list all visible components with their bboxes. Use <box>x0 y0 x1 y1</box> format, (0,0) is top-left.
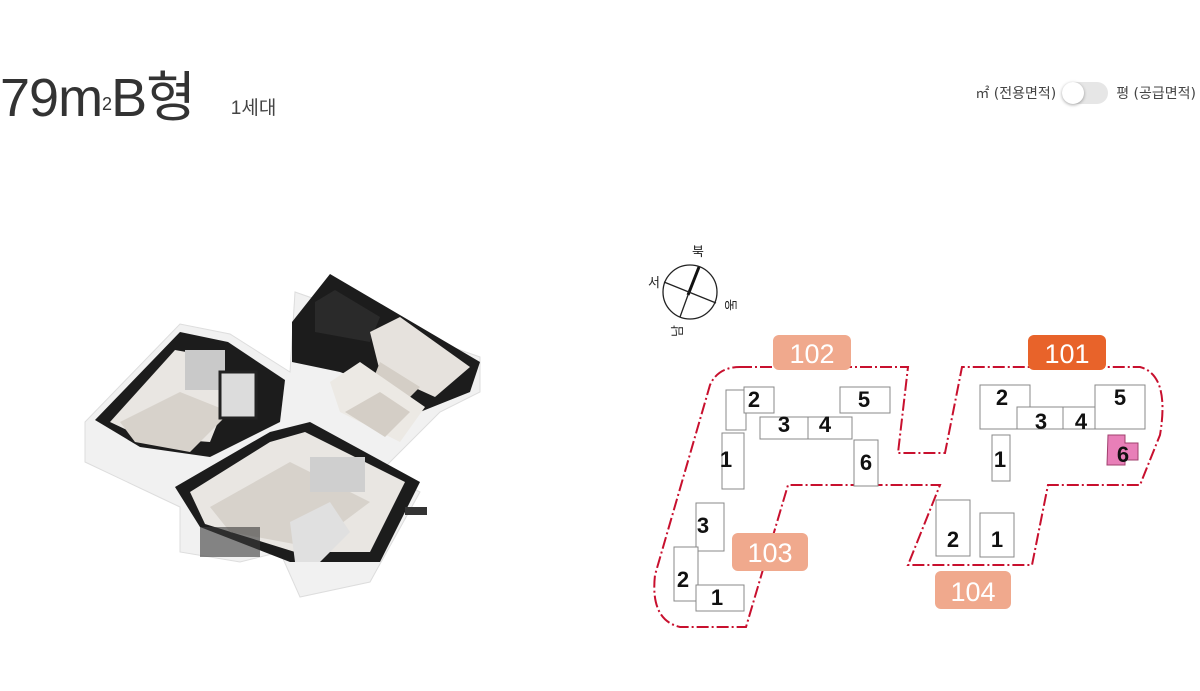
svg-text:4: 4 <box>1075 409 1088 434</box>
svg-text:1: 1 <box>991 527 1003 552</box>
svg-text:3: 3 <box>778 412 790 437</box>
page-header: 79m2B형 1세대 <box>0 68 276 128</box>
compass-icon: 북 서 동 남 <box>648 245 737 337</box>
svg-text:101: 101 <box>1044 339 1089 369</box>
svg-text:2: 2 <box>996 385 1008 410</box>
svg-text:5: 5 <box>858 387 870 412</box>
floorplan-3d-image <box>84 274 481 598</box>
svg-text:102: 102 <box>789 339 834 369</box>
area-toggle-right-label: 평 (공급면적) <box>1116 86 1196 102</box>
svg-text:2: 2 <box>677 567 689 592</box>
svg-text:남: 남 <box>671 325 686 337</box>
svg-text:6: 6 <box>860 450 872 475</box>
svg-text:5: 5 <box>1114 385 1126 410</box>
area-unit-toggle-group: ㎡ (전용면적) 평 (공급면적) <box>975 82 1196 104</box>
svg-text:1: 1 <box>711 585 723 610</box>
block-badge-103[interactable]: 103 <box>732 533 808 571</box>
svg-text:3: 3 <box>697 513 709 538</box>
site-plan-map: 북 서 동 남 102 101 103 104 <box>648 245 1164 628</box>
block-badge-104[interactable]: 104 <box>935 571 1011 609</box>
svg-text:1: 1 <box>720 447 732 472</box>
svg-text:2: 2 <box>947 527 959 552</box>
unit-type-title: 79m2B형 <box>0 68 196 128</box>
area-toggle-left-label: ㎡ (전용면적) <box>975 86 1057 102</box>
svg-text:3: 3 <box>1035 409 1047 434</box>
block-badge-101[interactable]: 101 <box>1028 335 1106 370</box>
household-count: 1세대 <box>230 98 277 119</box>
area-unit-toggle[interactable] <box>1062 82 1109 104</box>
toggle-knob <box>1062 82 1085 104</box>
svg-text:4: 4 <box>819 412 832 437</box>
svg-text:103: 103 <box>747 538 792 568</box>
svg-text:1: 1 <box>994 447 1006 472</box>
svg-text:동: 동 <box>722 299 737 311</box>
svg-text:서: 서 <box>648 276 660 291</box>
svg-text:2: 2 <box>748 387 760 412</box>
svg-text:북: 북 <box>692 245 704 260</box>
svg-text:104: 104 <box>950 577 995 607</box>
highlighted-building: 6 <box>1117 442 1129 467</box>
block-badge-102[interactable]: 102 <box>773 335 851 370</box>
